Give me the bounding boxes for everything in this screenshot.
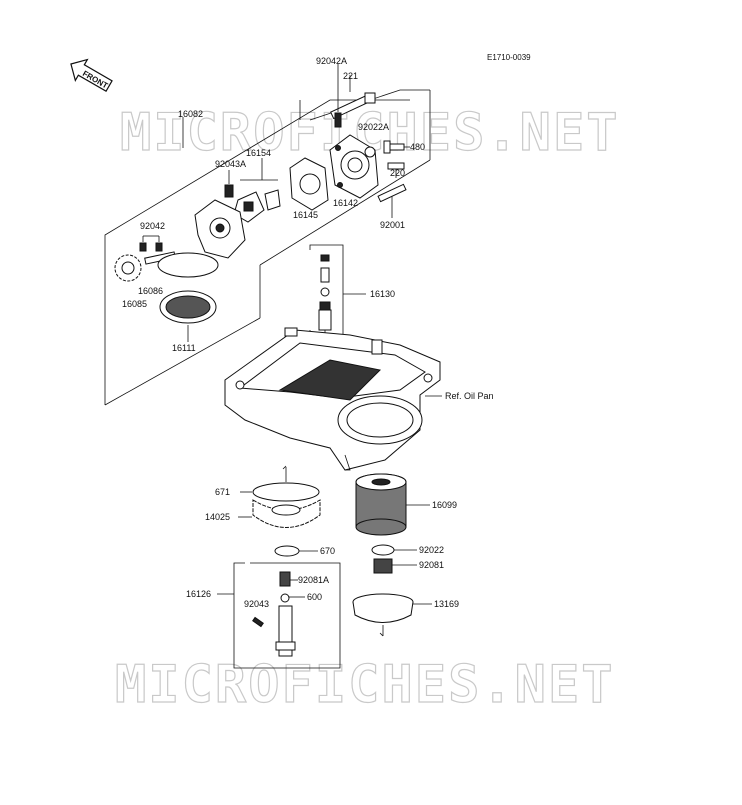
label-92042A: 92042A: [316, 56, 347, 66]
label-ref-oil-pan: Ref. Oil Pan: [445, 391, 494, 401]
label-92022A: 92022A: [358, 122, 389, 132]
label-92081: 92081: [419, 560, 444, 570]
label-671: 671: [215, 487, 230, 497]
label-600: 600: [307, 592, 322, 602]
washer-92022: [371, 544, 395, 556]
oil-filter-16099: [355, 473, 407, 536]
diagram-code: E1710-0039: [487, 53, 531, 62]
label-220: 220: [390, 168, 405, 178]
label-16086: 16086: [138, 286, 163, 296]
label-92001: 92001: [380, 220, 405, 230]
sprocket-16085: [114, 254, 142, 282]
label-670: 670: [320, 546, 335, 556]
label-16099: 16099: [432, 500, 457, 510]
label-14025: 14025: [205, 512, 230, 522]
label-92081A: 92081A: [298, 575, 329, 585]
bolt-221: [330, 75, 376, 120]
pump-body: [194, 199, 246, 259]
label-480: 480: [410, 142, 425, 152]
label-92043A: 92043A: [215, 159, 246, 169]
strainer-16111: [159, 290, 217, 324]
label-16145: 16145: [293, 210, 318, 220]
label-16142: 16142: [333, 198, 358, 208]
filter-cover-13169: [352, 593, 414, 637]
pin-92043A: [224, 184, 234, 198]
label-16111: 16111: [172, 343, 196, 353]
seal-671: [252, 465, 320, 502]
oil-pipe-cover: [157, 252, 219, 278]
label-16130: 16130: [370, 289, 395, 299]
oil-pan: [224, 327, 441, 471]
watermark-bottom: MICROFICHES.NET: [115, 655, 615, 715]
front-arrow-icon: FRONT: [70, 58, 113, 93]
rotor-16154: [233, 158, 281, 223]
spring-92081: [373, 558, 393, 574]
pins-92042: [139, 235, 163, 252]
label-16085: 16085: [122, 299, 147, 309]
label-92022: 92022: [419, 545, 444, 555]
washer-92022A: [364, 146, 376, 158]
label-16126: 16126: [186, 589, 211, 599]
label-221: 221: [343, 71, 358, 81]
label-92043: 92043: [244, 599, 269, 609]
gasket-16145: [289, 157, 329, 211]
label-16082: 16082: [178, 109, 203, 119]
o-ring-670: [274, 545, 300, 557]
label-16154: 16154: [246, 148, 271, 158]
label-92042: 92042: [140, 221, 165, 231]
pin-92042A: [334, 112, 342, 128]
filter-bracket-14025: [252, 499, 321, 528]
label-13169: 13169: [434, 599, 459, 609]
bypass-valve-group-16126: [217, 562, 341, 669]
bolt-92001: [377, 183, 407, 218]
